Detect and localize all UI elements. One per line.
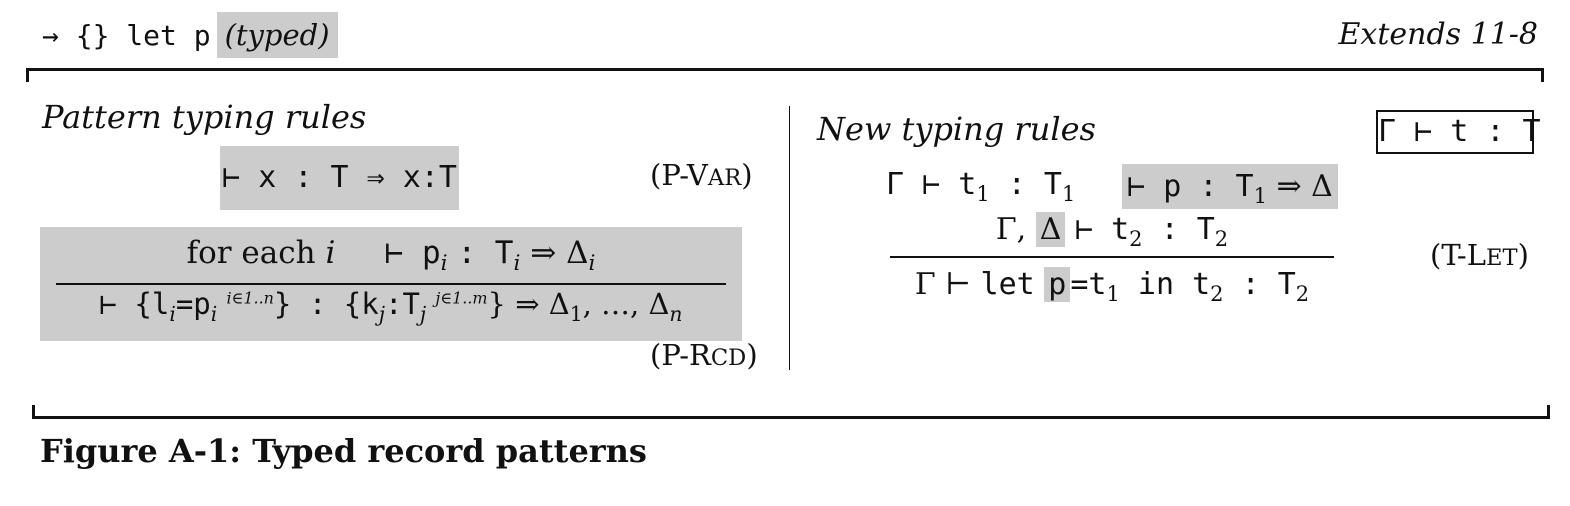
t-let-label-suffix: ): [1517, 238, 1529, 272]
top-bracket-line: [26, 68, 1544, 71]
t-let-conc-sub1: 1: [1106, 282, 1120, 306]
t-let-premise-2: ⊢ p : T1 ⇒ Δ: [1122, 164, 1338, 209]
p-rcd-var-i: i: [325, 235, 336, 271]
top-bracket-tick-left: [26, 68, 29, 82]
t-let-premise-1: Γ ⊢ t1 : T1: [886, 162, 1075, 217]
bottom-bracket-line: [32, 416, 1550, 419]
top-bracket-tick-right: [1541, 68, 1544, 82]
figure-header-left: → {} let p(typed): [42, 12, 338, 58]
t-let-inference-bar: [890, 256, 1334, 258]
p-rcd-c-k: } : {k: [273, 287, 379, 321]
t-let-conc-let: let: [980, 267, 1035, 302]
p-rcd-rule: for each i ⊢ pi : Ti ⇒ Δi ⊢ {li=pi i∈1..…: [40, 227, 742, 341]
judgment-form-box: Γ ⊢ t : T: [1376, 110, 1541, 154]
t-let-p1-sub2: 1: [1061, 182, 1076, 206]
p-rcd-prem-ctx-sub: i: [588, 251, 596, 277]
p-rcd-c-k-sub: j: [378, 301, 385, 326]
new-typing-title: New typing rules: [817, 110, 1096, 148]
t-let-p3-sub: 2: [1129, 227, 1143, 251]
p-rcd-prem-judg: ⊢ p: [384, 235, 441, 271]
p-rcd-c-range2: j∈1..m: [435, 288, 488, 308]
t-let-label-prefix: (T-L: [1430, 238, 1486, 272]
t-let-premise-3: Γ, Δ ⊢ t2 : T2: [890, 210, 1334, 259]
t-let-p1-post: : T: [989, 167, 1062, 202]
bottom-bracket-tick-right: [1547, 405, 1550, 419]
t-let-p3-post: ⊢ t: [1074, 212, 1130, 247]
p-rcd-c-p: =p: [175, 287, 211, 321]
header-typed-tag: (typed): [216, 12, 338, 58]
p-rcd-prem-ctx: ⇒ Δ: [530, 235, 589, 271]
t-let-conc-p: p: [1044, 267, 1071, 302]
figure-caption: Figure A-1: Typed record patterns: [40, 432, 647, 470]
t-let-p3-pre: Γ,: [995, 212, 1027, 247]
p-rcd-label: (P-RCD): [650, 338, 758, 372]
p-rcd-prem-sub: i: [440, 251, 448, 277]
p-rcd-foreach: for each: [186, 235, 316, 271]
t-let-conc-pre: Γ ⊢: [914, 267, 981, 302]
p-var-label-suffix: ): [741, 158, 753, 192]
p-rcd-c-T: :T: [384, 287, 420, 321]
t-let-p3-sub2: 2: [1214, 227, 1229, 251]
p-rcd-c-dn: n: [669, 301, 683, 326]
p-rcd-c-p-sub: i: [210, 301, 218, 326]
p-rcd-prem-type: : T: [457, 235, 514, 271]
t-let-conclusion: Γ ⊢ let p=t1 in t2 : T2: [890, 264, 1334, 315]
t-let-label: (T-LET): [1430, 238, 1529, 272]
p-rcd-premise: for each i ⊢ pi : Ti ⇒ Δi: [40, 235, 742, 276]
p-rcd-label-prefix: (P-R: [650, 338, 711, 372]
t-let-conc-post: : T: [1223, 267, 1296, 302]
p-rcd-c-T-sub: j: [419, 301, 427, 326]
p-rcd-c-range1: i∈1..n: [226, 288, 274, 308]
t-let-conc-in: in t: [1119, 267, 1211, 302]
p-rcd-c-l: ⊢ {l: [99, 287, 170, 321]
t-let-conc-eq: =t: [1070, 267, 1107, 302]
p-var-label-prefix: (P-V: [650, 158, 708, 192]
t-let-conc-sub3: 2: [1295, 282, 1310, 306]
p-var-rule: ⊢ x : T ⇒ x:T: [220, 146, 459, 210]
t-let-label-sc: ET: [1485, 245, 1518, 271]
header-extends-label: Extends 11-8: [1338, 17, 1538, 52]
t-let-p3-post2: : T: [1142, 212, 1215, 247]
t-let-p2-pre: ⊢ p : T: [1127, 169, 1254, 204]
p-rcd-label-suffix: ): [746, 338, 758, 372]
p-rcd-conclusion: ⊢ {li=pi i∈1..n} : {kj:Tj j∈1..m} ⇒ Δ1, …: [40, 287, 742, 326]
pattern-typing-title: Pattern typing rules: [42, 98, 367, 136]
p-rcd-c-dots: , …, Δ: [582, 287, 670, 321]
bottom-bracket-tick-left: [32, 405, 35, 419]
t-let-p3-delta: Δ: [1035, 212, 1066, 247]
p-var-label-sc: AR: [707, 165, 742, 191]
p-rcd-c-l-sub: i: [169, 301, 176, 326]
p-rcd-label-sc: CD: [710, 345, 747, 371]
p-rcd-c-d1: 1: [569, 301, 583, 326]
p-rcd-prem-type-sub: i: [513, 251, 521, 277]
t-let-p1-pre: Γ ⊢ t: [886, 167, 977, 202]
t-let-p1-sub: 1: [976, 182, 990, 206]
t-let-conc-sub2: 2: [1210, 282, 1224, 306]
t-let-p2-sub: 1: [1253, 184, 1267, 208]
header-code: → {} let p: [42, 19, 211, 52]
p-rcd-inference-bar: [56, 283, 726, 285]
section-divider: [789, 106, 790, 370]
t-let-p2-post: ⇒ Δ: [1266, 169, 1333, 204]
p-var-label: (P-VAR): [650, 158, 753, 192]
p-rcd-c-close2: } ⇒ Δ: [487, 287, 570, 321]
